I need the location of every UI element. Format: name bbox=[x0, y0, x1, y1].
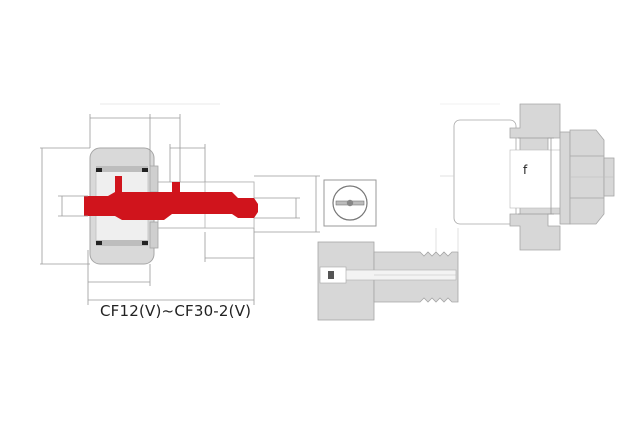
side-plate-top bbox=[149, 165, 159, 193]
washer bbox=[559, 131, 571, 225]
dimension-lines-left bbox=[40, 103, 320, 305]
f-dimension-label: f bbox=[523, 163, 528, 177]
seal-mark bbox=[96, 241, 102, 245]
seal-mark bbox=[142, 241, 148, 245]
installed-roller bbox=[453, 119, 517, 225]
installed-view bbox=[440, 103, 615, 251]
cam-follower-section bbox=[84, 147, 258, 265]
side-plate-bottom bbox=[149, 221, 159, 249]
stud-section-view bbox=[317, 228, 459, 321]
end-view-hole bbox=[346, 199, 354, 207]
seal-mark bbox=[142, 168, 148, 172]
stud-bore-dot bbox=[328, 271, 334, 279]
housing-bore bbox=[509, 149, 563, 209]
seal-mark bbox=[96, 168, 102, 172]
lubrication-path bbox=[88, 176, 258, 220]
needle-roller-bottom bbox=[96, 240, 148, 246]
lubrication-path-end bbox=[84, 196, 90, 216]
model-caption: CF12(V)~CF30-2(V) bbox=[100, 302, 252, 320]
needle-roller-top bbox=[96, 166, 148, 172]
stud-end-view bbox=[323, 179, 377, 227]
